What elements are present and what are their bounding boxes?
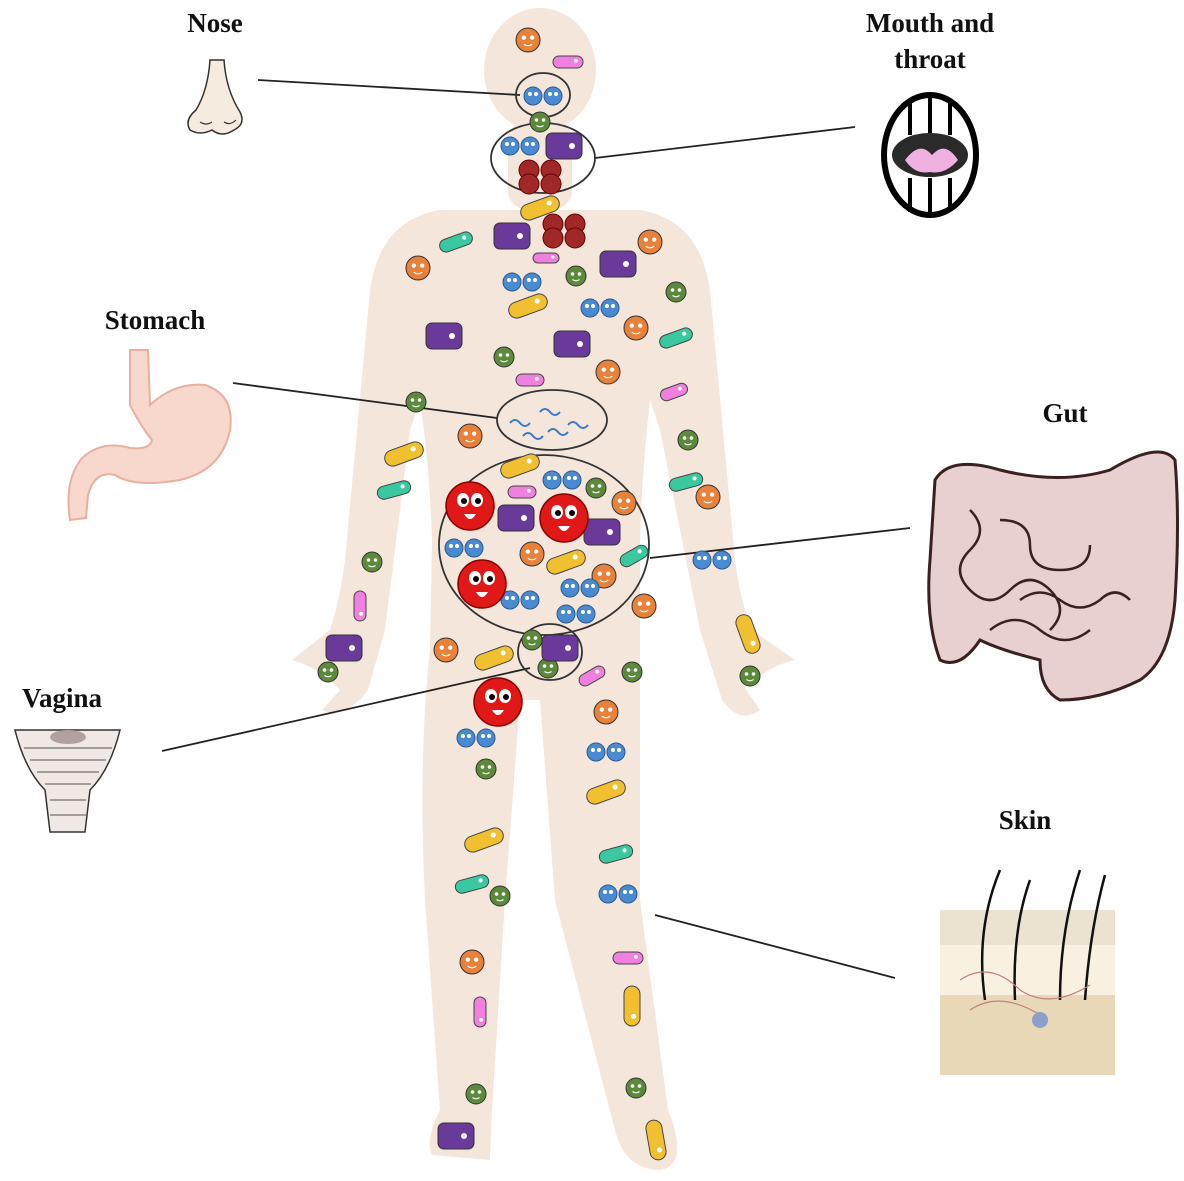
orange-coccus xyxy=(632,594,656,618)
orange-coccus xyxy=(696,485,720,509)
green-coccus xyxy=(362,552,382,572)
vagina-icon xyxy=(15,730,120,832)
green-coccus xyxy=(666,282,686,302)
orange-coccus xyxy=(516,28,540,52)
green-coccus xyxy=(466,1084,486,1104)
nose-icon xyxy=(188,60,242,134)
purple-bacillus xyxy=(426,323,462,349)
red-microbe xyxy=(540,494,588,542)
green-coccus xyxy=(586,478,606,498)
green-coccus xyxy=(740,666,760,686)
gut-label: Gut xyxy=(1020,398,1110,428)
orange-coccus xyxy=(596,360,620,384)
nose-label: Nose xyxy=(175,8,255,38)
pink-bacillus xyxy=(553,56,583,68)
purple-bacillus xyxy=(584,519,620,545)
stomach-icon xyxy=(69,350,231,520)
green-coccus xyxy=(622,662,642,682)
purple-bacillus xyxy=(498,505,534,531)
purple-bacillus xyxy=(600,251,636,277)
skin-label: Skin xyxy=(980,805,1070,835)
pink-bacillus xyxy=(613,952,643,964)
pink-bacillus xyxy=(508,486,536,498)
yellow-bacillus xyxy=(624,986,640,1026)
orange-coccus xyxy=(638,230,662,254)
pink-bacillus xyxy=(533,253,559,263)
orange-coccus xyxy=(458,424,482,448)
green-coccus xyxy=(406,392,426,412)
green-coccus xyxy=(490,886,510,906)
green-coccus xyxy=(626,1078,646,1098)
orange-coccus xyxy=(624,316,648,340)
red-microbe xyxy=(474,678,522,726)
red-microbe xyxy=(458,560,506,608)
green-coccus xyxy=(318,662,338,682)
red-microbe xyxy=(446,482,494,530)
stomach-label: Stomach xyxy=(80,305,230,335)
gut-icon xyxy=(929,452,1178,700)
mouth-icon xyxy=(884,95,976,215)
nose-connector xyxy=(258,80,520,95)
green-coccus xyxy=(678,430,698,450)
pink-bacillus xyxy=(516,374,544,386)
skin-icon xyxy=(940,870,1115,1075)
purple-bacillus xyxy=(438,1123,474,1149)
purple-bacillus xyxy=(546,133,582,159)
pink-bacillus xyxy=(354,591,366,621)
green-coccus xyxy=(494,347,514,367)
green-coccus xyxy=(530,112,550,132)
green-coccus xyxy=(476,759,496,779)
vagina-label: Vagina xyxy=(2,683,122,713)
purple-bacillus xyxy=(542,635,578,661)
green-coccus xyxy=(522,630,542,650)
skin-connector xyxy=(655,915,895,978)
orange-coccus xyxy=(594,700,618,724)
orange-coccus xyxy=(434,638,458,662)
orange-coccus xyxy=(406,256,430,280)
purple-bacillus xyxy=(554,331,590,357)
orange-coccus xyxy=(612,491,636,515)
orange-coccus xyxy=(460,950,484,974)
orange-coccus xyxy=(520,542,544,566)
green-coccus xyxy=(566,266,586,286)
purple-bacillus xyxy=(494,223,530,249)
mouth-throat-label-line2: throat xyxy=(840,44,1020,74)
mouth-connector xyxy=(595,127,855,158)
purple-bacillus xyxy=(326,635,362,661)
pink-bacillus xyxy=(474,997,486,1027)
mouth-throat-label-line1: Mouth and xyxy=(840,8,1020,38)
